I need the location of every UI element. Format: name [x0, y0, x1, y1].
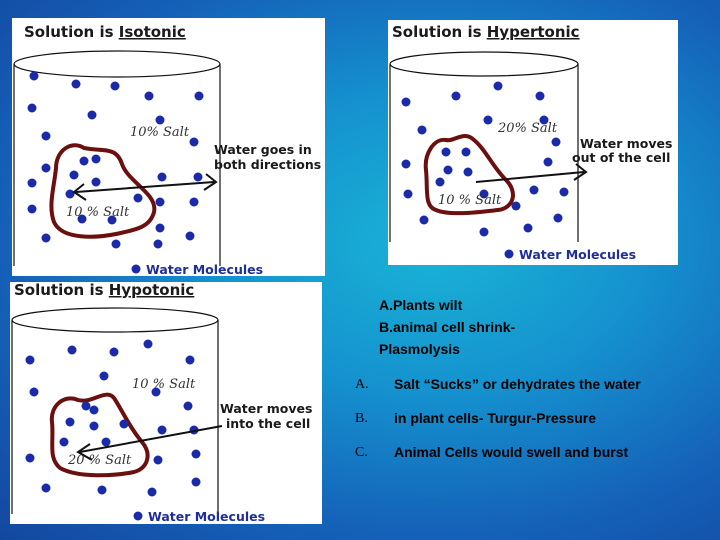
- cell-membrane: [49, 392, 150, 478]
- water-molecules: [27, 71, 204, 249]
- isotonic-note-line1: Water goes in: [214, 142, 312, 157]
- list-text: Salt “Sucks” or dehydrates the water: [394, 376, 641, 392]
- salt-inner-label: 10 % Salt: [66, 205, 130, 220]
- beaker-rim: [13, 50, 221, 78]
- beaker-wall: [13, 64, 221, 266]
- hypertonic-note-line1: Water moves: [580, 136, 672, 151]
- isotonic-note-line2: both directions: [214, 157, 321, 172]
- isotonic-panel: Solution is Isotonic 10% Salt 10 % Salt …: [12, 18, 325, 276]
- hypertonic-diagram: Solution is Hypertonic 20% Salt 10 % Sal…: [389, 23, 672, 262]
- beaker-rim: [389, 51, 579, 77]
- salt-outer-label: 10 % Salt: [132, 377, 196, 392]
- legend-dot-icon: [131, 264, 141, 274]
- salt-inner-label: 10 % Salt: [438, 193, 502, 208]
- beaker-wall: [11, 320, 219, 514]
- bidirectional-arrow-icon: [72, 173, 218, 201]
- list-item: B. in plant cells- Turgur-Pressure: [355, 410, 655, 444]
- list-marker: B.: [355, 411, 368, 426]
- list-item: C. Animal Cells would swell and burst: [355, 444, 655, 461]
- hypotonic-legend: Water Molecules: [148, 509, 265, 524]
- water-molecules: [401, 81, 569, 237]
- hypotonic-panel: Solution is Hypotonic 10 % Salt 20 % Sal…: [10, 282, 322, 524]
- legend-dot-icon: [133, 511, 143, 521]
- cell-membrane: [423, 134, 515, 216]
- beaker-rim: [11, 307, 219, 333]
- hypertonic-effects: A.Plants wilt B.animal cell shrink- Plas…: [357, 294, 657, 360]
- effect-line-2: B.animal cell shrink-: [379, 319, 516, 335]
- hypotonic-note-line1: Water moves: [220, 401, 312, 416]
- list-item: A. Salt “Sucks” or dehydrates the water: [355, 376, 655, 410]
- beaker-wall: [389, 64, 579, 242]
- hypotonic-note-line2: into the cell: [226, 416, 310, 431]
- cell-membrane: [49, 143, 157, 239]
- hypertonic-note-line2: out of the cell: [572, 150, 670, 165]
- salt-outer-label: 10% Salt: [130, 125, 190, 140]
- outward-arrow-icon: [475, 163, 588, 183]
- list-marker: A.: [355, 377, 369, 392]
- list-marker: C.: [355, 445, 368, 460]
- hypertonic-title: Solution is Hypertonic: [392, 23, 580, 41]
- list-text: Animal Cells would swell and burst: [394, 444, 629, 460]
- water-molecules: [25, 339, 201, 497]
- isotonic-title: Solution is Isotonic: [24, 23, 186, 41]
- salt-inner-label: 20 % Salt: [67, 453, 132, 468]
- hypertonic-legend: Water Molecules: [519, 247, 636, 262]
- salt-outer-label: 20% Salt: [497, 121, 558, 136]
- effect-line-1: A.Plants wilt: [379, 297, 463, 313]
- hypotonic-diagram: Solution is Hypotonic 10 % Salt 20 % Sal…: [11, 282, 312, 524]
- hypotonic-effects-list: A. Salt “Sucks” or dehydrates the water …: [355, 376, 655, 461]
- list-text: in plant cells- Turgur-Pressure: [394, 410, 597, 426]
- isotonic-diagram: Solution is Isotonic 10% Salt 10 % Salt …: [13, 23, 321, 276]
- legend-dot-icon: [504, 249, 514, 259]
- hypotonic-title: Solution is Hypotonic: [14, 282, 194, 299]
- inward-arrow-icon: [76, 425, 223, 461]
- effect-line-3: Plasmolysis: [379, 341, 460, 357]
- isotonic-legend: Water Molecules: [146, 262, 263, 276]
- hypertonic-panel: Solution is Hypertonic 20% Salt 10 % Sal…: [388, 20, 678, 265]
